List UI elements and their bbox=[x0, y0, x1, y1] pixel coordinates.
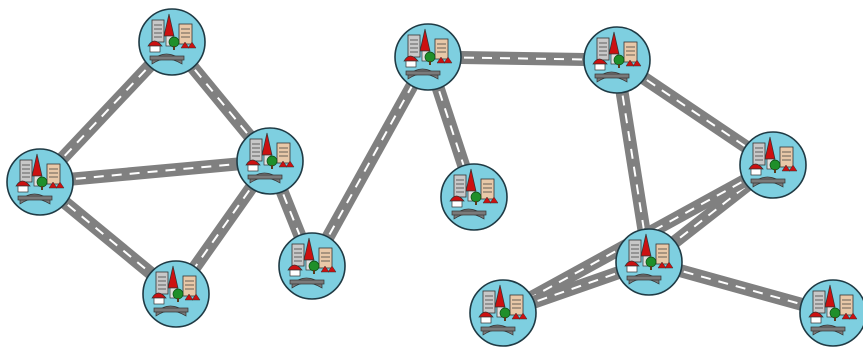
city-icon-n8 bbox=[583, 26, 651, 94]
road-n5-n6 bbox=[306, 53, 434, 270]
city-icon-n3 bbox=[236, 127, 304, 195]
road-n1-n3 bbox=[39, 154, 271, 189]
city-icon-n12 bbox=[799, 279, 863, 347]
city-icon-n11 bbox=[469, 279, 537, 347]
city-icon-n6 bbox=[394, 23, 462, 91]
road-n8-n10 bbox=[610, 58, 656, 264]
city-icon-n4 bbox=[142, 260, 210, 328]
city-icon-n7 bbox=[440, 163, 508, 231]
city-icon-n9 bbox=[739, 131, 807, 199]
city-icon-n2 bbox=[138, 8, 206, 76]
city-icon-n10 bbox=[615, 228, 683, 296]
city-icon-n5 bbox=[278, 232, 346, 300]
city-icon-n1 bbox=[6, 148, 74, 216]
